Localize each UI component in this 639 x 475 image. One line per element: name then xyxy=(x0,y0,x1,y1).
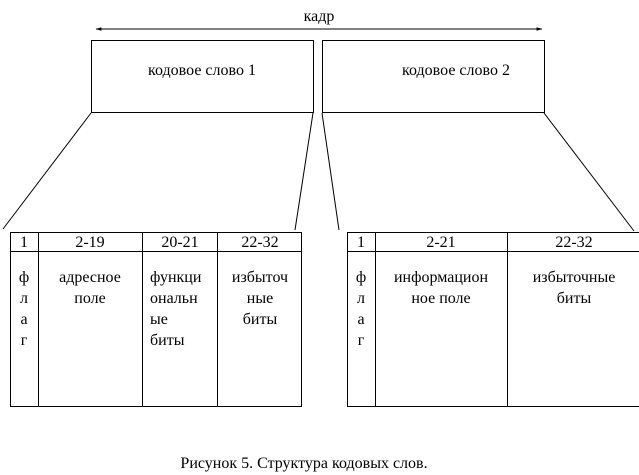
flag-letter: г xyxy=(358,332,365,349)
flag-letter: ф xyxy=(19,269,29,286)
info-field-text: информацион xyxy=(394,269,488,286)
flag-letter: л xyxy=(20,290,28,307)
expansion-line xyxy=(321,112,340,231)
codeword-1-label: кодовое слово 1 xyxy=(148,62,256,79)
table2-header: 2-21 xyxy=(426,234,455,251)
flag-letter: ф xyxy=(356,269,366,286)
address-field-text: адресное xyxy=(59,269,121,286)
function-bits-text: ональн xyxy=(150,290,198,307)
address-field-text: поле xyxy=(74,290,105,307)
codeword-1-table: 1 2-19 20-21 22-32 ф л а г адресное поле… xyxy=(10,232,302,407)
info-field-text: ное поле xyxy=(411,290,470,307)
table1-header: 2-19 xyxy=(75,234,104,251)
table2-header: 1 xyxy=(357,234,365,251)
function-bits-text: ые xyxy=(150,311,168,328)
function-bits-text: биты xyxy=(150,332,185,349)
codeword-2-table: 1 2-21 22-32 ф л а г информацион ное пол… xyxy=(347,232,639,407)
codeword-1-box xyxy=(91,40,314,113)
flag-letter: а xyxy=(20,311,27,328)
table1-header: 20-21 xyxy=(161,234,198,251)
expansion-line xyxy=(543,112,635,232)
function-bits-text: функци xyxy=(150,269,202,286)
figure-caption: Рисунок 5. Структура кодовых слов. xyxy=(180,455,427,472)
table1-header: 1 xyxy=(20,234,28,251)
redundant-bits-text: ные xyxy=(247,290,273,307)
flag-letter: г xyxy=(21,332,28,349)
table1-header: 22-32 xyxy=(241,234,278,251)
expansion-line xyxy=(294,112,314,231)
redundant-bits-text: биты xyxy=(243,311,278,328)
codeword-2-label: кодовое слово 2 xyxy=(402,62,510,79)
redundant-bits-text: биты xyxy=(557,290,592,307)
redundant-bits-text: избыточные xyxy=(533,269,616,286)
table2-header: 22-32 xyxy=(555,234,592,251)
codeword-2-box xyxy=(322,40,545,113)
frame-label: кадр xyxy=(304,8,335,25)
expansion-line xyxy=(2,112,92,230)
redundant-bits-text: избыточ xyxy=(232,269,288,286)
flag-letter: л xyxy=(357,290,365,307)
flag-letter: а xyxy=(357,311,364,328)
